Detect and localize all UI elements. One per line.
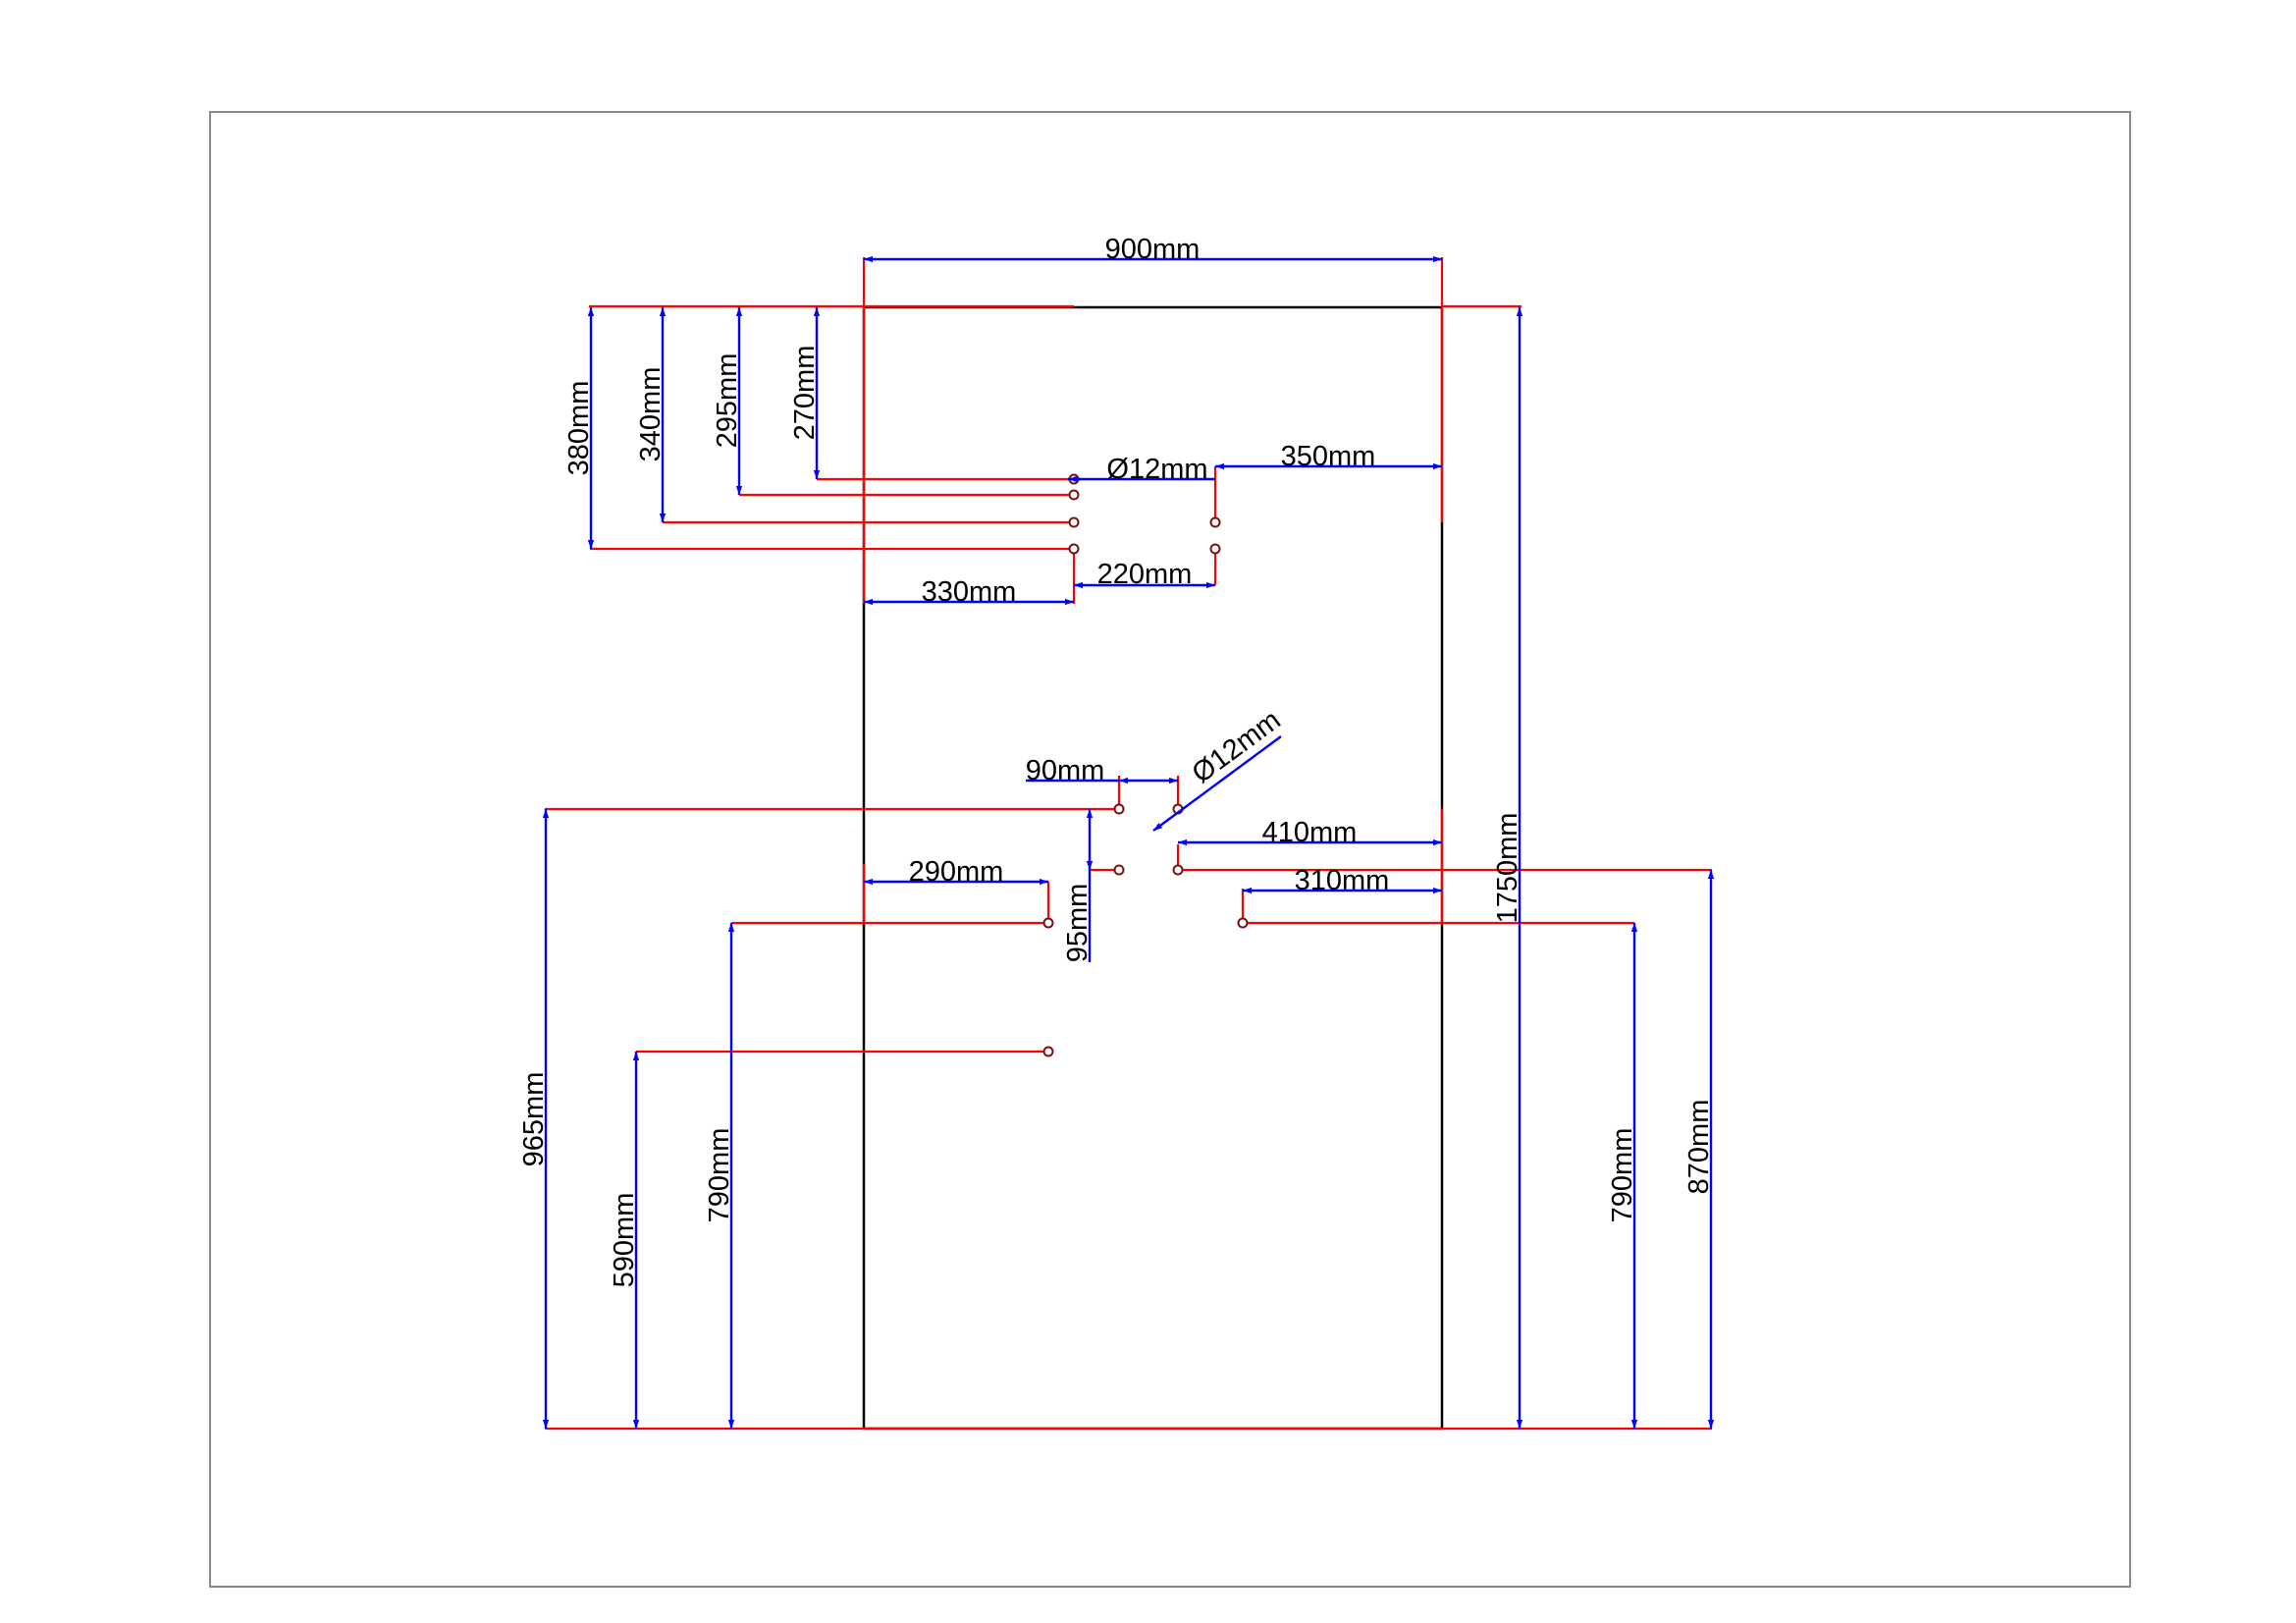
label-790-left: 790mm <box>704 1128 735 1223</box>
dim-line-mid-diameter <box>1152 735 1282 832</box>
label-590: 590mm <box>609 1193 640 1288</box>
drawing-frame <box>209 111 2131 1588</box>
label-330: 330mm <box>922 576 1017 608</box>
label-340: 340mm <box>635 367 667 462</box>
hole <box>1113 864 1125 876</box>
label-mid-diameter: Ø12mm <box>1187 704 1287 789</box>
hole <box>1113 803 1125 815</box>
label-790-right: 790mm <box>1607 1128 1638 1223</box>
label-410: 410mm <box>1262 817 1358 848</box>
label-350: 350mm <box>1281 441 1376 472</box>
hole <box>1209 543 1221 555</box>
label-top-diameter: Ø12mm <box>1106 454 1207 485</box>
hole <box>1042 917 1054 929</box>
dimension-labels: 900mm 270mm 295mm 340mm 380mm Ø12mm 350m… <box>518 234 1715 1287</box>
holes <box>1042 473 1249 1057</box>
label-380: 380mm <box>563 381 595 476</box>
label-290: 290mm <box>909 856 1004 888</box>
hole <box>1172 864 1184 876</box>
hole <box>1068 543 1080 555</box>
label-310: 310mm <box>1295 865 1390 896</box>
hole <box>1209 516 1221 528</box>
label-870: 870mm <box>1683 1100 1715 1195</box>
label-panel-width: 900mm <box>1105 234 1201 265</box>
label-295: 295mm <box>712 353 743 449</box>
label-95: 95mm <box>1062 884 1094 963</box>
extension-lines <box>545 257 1712 1431</box>
dimension-lines <box>542 255 1715 1429</box>
label-90: 90mm <box>1026 755 1105 786</box>
label-270: 270mm <box>789 346 821 441</box>
label-220: 220mm <box>1097 559 1193 590</box>
label-965: 965mm <box>518 1072 550 1167</box>
hole <box>1042 1046 1054 1057</box>
hole <box>1068 516 1080 528</box>
hole <box>1068 489 1080 501</box>
hole <box>1237 917 1249 929</box>
label-1750: 1750mm <box>1492 813 1523 924</box>
